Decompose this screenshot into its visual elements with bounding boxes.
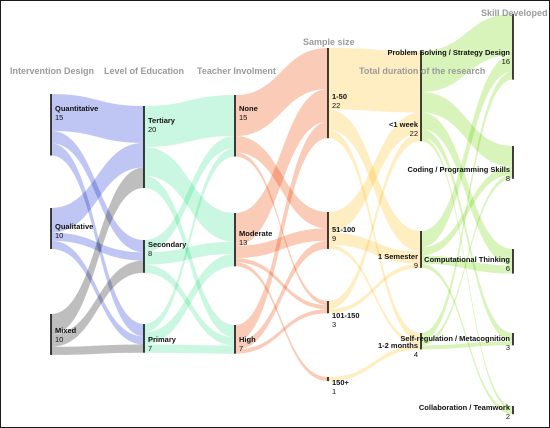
node-value-none: 15 xyxy=(239,113,247,122)
column-header-duration: Total duration of the research xyxy=(359,66,485,76)
column-header-teacher: Teacher Involment xyxy=(197,66,276,76)
link-s1_50-to-week xyxy=(328,48,421,113)
column-headers: Intervention Design Level of Education T… xyxy=(10,8,548,76)
node-value-coding: 8 xyxy=(506,174,510,183)
node-label-problem-solving: Problem Solving / Strategy Design xyxy=(387,48,510,57)
link-moderate-to-s1_50 xyxy=(235,89,328,246)
node-value-months: 4 xyxy=(414,350,418,359)
link-quantitative-to-tertiary xyxy=(51,94,144,143)
link-secondary-to-moderate xyxy=(144,241,235,265)
link-s51_100-to-week xyxy=(328,112,421,233)
link-tertiary-to-none xyxy=(144,95,235,147)
node-label-coding: Coding / Programming Skills xyxy=(407,165,510,174)
link-semester-to-collab xyxy=(421,263,513,415)
column-header-design: Intervention Design xyxy=(10,66,94,76)
link-mixed-to-primary xyxy=(51,344,144,355)
node-label-51-100: 51-100 xyxy=(332,225,355,234)
node-value-problem-solving: 16 xyxy=(502,57,510,66)
column-header-sample: Sample size xyxy=(303,37,355,47)
column-header-education: Level of Education xyxy=(104,66,184,76)
node-label-collaboration: Collaboration / Teamwork xyxy=(419,403,511,412)
link-week-to-computational xyxy=(421,112,513,266)
node-value-high: 7 xyxy=(239,344,243,353)
node-value-computational: 6 xyxy=(506,264,510,273)
node-value-primary: 7 xyxy=(148,344,152,353)
link-mixed-to-tertiary xyxy=(51,167,144,335)
link-qualitative-to-primary xyxy=(51,240,144,345)
node-label-secondary: Secondary xyxy=(148,240,187,249)
link-high-to-s1_50 xyxy=(235,121,328,342)
node-label-mixed: Mixed xyxy=(55,326,77,335)
node-label-primary: Primary xyxy=(148,335,177,344)
node-label-none: None xyxy=(239,104,258,113)
link-quantitative-to-primary xyxy=(51,143,144,337)
node-value-secondary: 8 xyxy=(148,249,152,258)
node-value-101-150: 3 xyxy=(332,320,336,329)
link-moderate-to-s101_150 xyxy=(235,258,328,310)
node-label-semester: 1 Semester xyxy=(378,252,418,261)
node-label-moderate: Moderate xyxy=(239,229,272,238)
node-label-self-regulation: Self-regulation / Metacognition xyxy=(400,334,510,343)
link-semester-to-coding xyxy=(421,166,513,256)
link-week-to-coding xyxy=(421,92,513,167)
node-value-self-regulation: 3 xyxy=(506,343,510,352)
node-value-moderate: 13 xyxy=(239,238,247,247)
link-moderate-to-s51_100 xyxy=(235,228,328,259)
link-moderate-to-s150p xyxy=(235,262,328,382)
link-week-to-collab xyxy=(421,137,513,411)
link-semester-to-computational xyxy=(421,255,513,274)
link-secondary-to-none xyxy=(144,136,235,253)
link-week-to-selfreg xyxy=(421,128,513,342)
node-label-months: 1-2 months xyxy=(378,341,418,350)
link-mixed-to-secondary xyxy=(51,260,144,347)
node-label-quantitative: Quantitative xyxy=(55,104,98,113)
node-label-computational: Computational Thinking xyxy=(424,255,510,264)
node-value-tertiary: 20 xyxy=(148,125,156,134)
node-value-150-plus: 1 xyxy=(332,387,336,396)
node-label-1-50: 1-50 xyxy=(332,92,347,101)
link-s51_100-to-semester xyxy=(328,232,421,264)
link-week-to-problem xyxy=(421,14,513,92)
sankey-node-bars xyxy=(50,14,514,415)
link-months-to-problem xyxy=(421,71,513,342)
link-s101_150-to-semester xyxy=(328,263,421,314)
link-s1_50-to-months xyxy=(328,130,421,342)
node-label-week: <1 week xyxy=(389,120,419,129)
link-months-to-selfreg xyxy=(421,341,513,350)
link-high-to-s51_100 xyxy=(235,240,328,350)
link-primary-to-high xyxy=(144,344,235,354)
sankey-node-labels: Quantitative 15 Qualitative 10 Mixed 10 … xyxy=(55,48,511,421)
node-value-qualitative: 10 xyxy=(55,231,63,240)
link-s51_100-to-months xyxy=(328,244,421,346)
node-value-semester: 9 xyxy=(414,261,418,270)
node-label-qualitative: Qualitative xyxy=(55,222,93,231)
column-header-skill: Skill Developed xyxy=(481,8,548,18)
node-label-tertiary: Tertiary xyxy=(148,116,176,125)
link-primary-to-moderate xyxy=(144,254,235,345)
link-s101_150-to-week xyxy=(328,133,421,310)
link-s150p-to-months xyxy=(328,345,421,382)
node-label-150-plus: 150+ xyxy=(332,378,350,387)
link-months-to-coding xyxy=(421,174,513,346)
link-primary-to-none xyxy=(144,148,235,333)
link-high-to-s101_150 xyxy=(235,309,328,354)
node-value-quantitative: 15 xyxy=(55,113,63,122)
node-label-high: High xyxy=(239,335,256,344)
link-none-to-s1_50 xyxy=(235,48,328,136)
link-semester-to-problem xyxy=(421,55,513,248)
node-value-1-50: 22 xyxy=(332,101,340,110)
node-value-mixed: 10 xyxy=(55,335,63,344)
node-label-101-150: 101-150 xyxy=(332,311,360,320)
link-qualitative-to-tertiary xyxy=(51,142,144,233)
node-value-week: 22 xyxy=(410,129,418,138)
sankey-links xyxy=(51,14,513,415)
node-value-51-100: 9 xyxy=(332,234,336,243)
node-value-collaboration: 2 xyxy=(506,412,510,421)
